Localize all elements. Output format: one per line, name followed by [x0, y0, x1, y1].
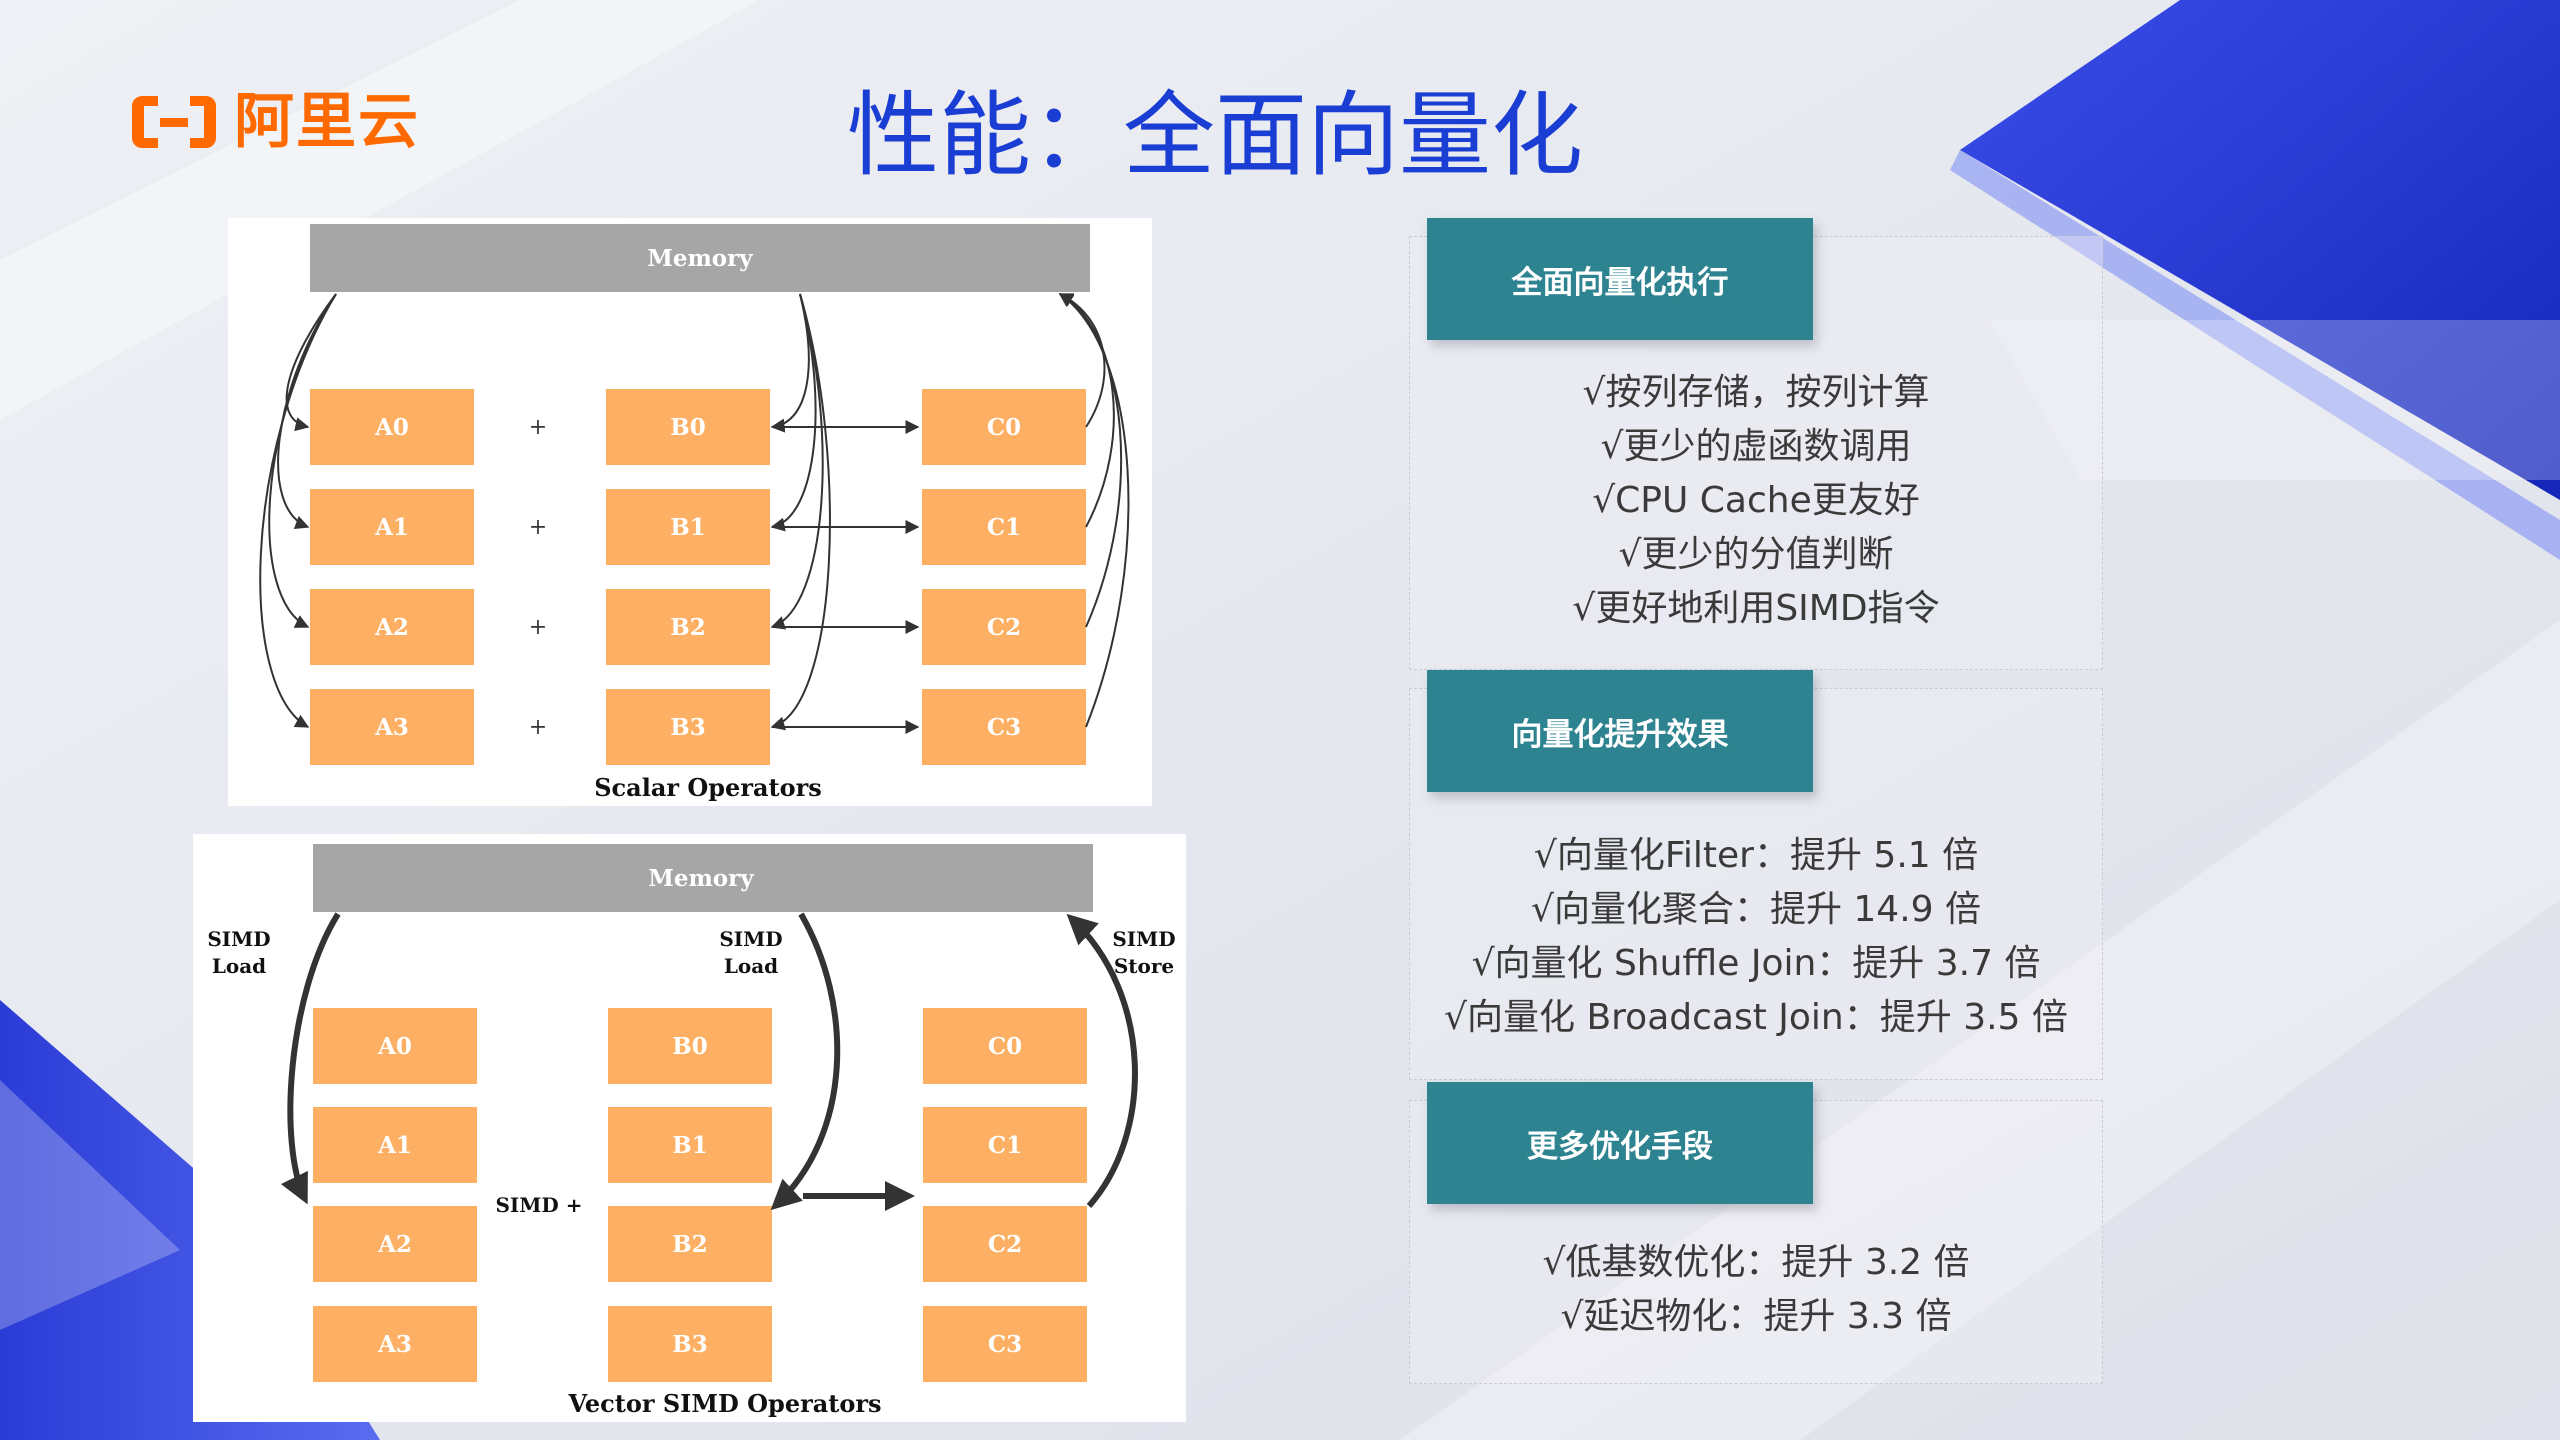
list-item: √延迟物化：提升 3.3 倍: [1560, 1296, 1952, 1337]
aliyun-logo-icon: [132, 96, 216, 148]
section-list-vectorization-gains: √向量化Filter：提升 5.1 倍 √向量化聚合：提升 14.9 倍 √向量…: [1409, 829, 2103, 1045]
memory-label: Memory: [648, 865, 754, 892]
simd-store-line1: SIMD: [1112, 927, 1175, 951]
list-item: √向量化 Broadcast Join：提升 3.5 倍: [1444, 997, 2068, 1038]
operator-1: +: [529, 515, 547, 540]
b-column: B0 B1 B2 B3: [606, 389, 770, 765]
box-c3: C3: [988, 1331, 1022, 1358]
section-list-more-optimizations: √低基数优化：提升 3.2 倍 √延迟物化：提升 3.3 倍: [1409, 1236, 2103, 1344]
box-b3: B3: [672, 1331, 707, 1358]
simd-caption: Vector SIMD Operators: [567, 1389, 881, 1418]
simd-store-line2: Store: [1114, 954, 1174, 978]
a-column: A0 A1 A2 A3: [310, 389, 474, 765]
list-item: √向量化 Shuffle Join：提升 3.7 倍: [1471, 943, 2041, 984]
box-a1: A1: [377, 1132, 412, 1159]
box-c0: C0: [988, 1033, 1022, 1060]
box-c2: C2: [987, 614, 1021, 641]
list-item: √低基数优化：提升 3.2 倍: [1542, 1242, 1970, 1283]
memory-bar: [313, 844, 1093, 912]
box-a0: A0: [374, 414, 409, 441]
simd-load-left-line2: Load: [212, 954, 266, 978]
list-item: √按列存储，按列计算: [1582, 372, 1930, 413]
simd-plus-label: SIMD +: [495, 1193, 582, 1217]
box-c2: C2: [988, 1231, 1022, 1258]
box-b2: B2: [670, 614, 705, 641]
simd-load-mid-line1: SIMD: [719, 927, 782, 951]
vector-simd-operators-diagram: Memory A0 A1 A2 A3 B0 B1 B2 B3 C0 C1: [193, 834, 1186, 1422]
operator-2: +: [529, 615, 547, 640]
box-b0: B0: [672, 1033, 707, 1060]
memory-label: Memory: [647, 245, 753, 272]
box-c0: C0: [987, 414, 1021, 441]
page-title: 性能：全面向量化: [846, 82, 1583, 189]
box-a3: A3: [374, 714, 409, 741]
box-b1: B1: [672, 1132, 707, 1159]
box-a3: A3: [377, 1331, 412, 1358]
memory-bar: [310, 224, 1090, 292]
aliyun-logo: 阿里云: [128, 92, 420, 152]
simd-arrows: [280, 912, 1138, 1211]
scalar-arrows: [259, 293, 1130, 734]
box-c3: C3: [987, 714, 1021, 741]
simd-load-mid-line2: Load: [724, 954, 778, 978]
section-header-vectorization-gains: 向量化提升效果: [1427, 670, 1813, 792]
a-column: A0 A1 A2 A3: [313, 1008, 477, 1382]
list-item: √向量化Filter：提升 5.1 倍: [1533, 835, 1979, 876]
plus-operators: + + + +: [529, 415, 547, 740]
box-a2: A2: [374, 614, 409, 641]
section-header-vectorized-execution: 全面向量化执行: [1427, 218, 1813, 340]
list-item: √更好地利用SIMD指令: [1572, 588, 1940, 629]
section-list-vectorized-execution: √按列存储，按列计算 √更少的虚函数调用 √CPU Cache更友好 √更少的分…: [1409, 366, 2103, 636]
box-c1: C1: [987, 514, 1021, 541]
box-b1: B1: [670, 514, 705, 541]
scalar-operators-diagram: Memory A0 A1 A2 A3 + + + + B0 B1 B2 B3: [228, 218, 1152, 806]
box-a1: A1: [374, 514, 409, 541]
list-item: √更少的虚函数调用: [1600, 426, 1912, 467]
scalar-caption: Scalar Operators: [594, 773, 822, 802]
operator-3: +: [529, 715, 547, 740]
operator-0: +: [529, 415, 547, 440]
box-c1: C1: [988, 1132, 1022, 1159]
logo-text: 阿里云: [234, 87, 420, 157]
box-b0: B0: [670, 414, 705, 441]
list-item: √CPU Cache更友好: [1592, 480, 1920, 521]
box-a2: A2: [377, 1231, 412, 1258]
list-item: √向量化聚合：提升 14.9 倍: [1531, 889, 1981, 930]
simd-load-left-line1: SIMD: [207, 927, 270, 951]
c-column: C0 C1 C2 C3: [922, 389, 1086, 765]
c-column: C0 C1 C2 C3: [923, 1008, 1087, 1382]
b-column: B0 B1 B2 B3: [608, 1008, 772, 1382]
box-b2: B2: [672, 1231, 707, 1258]
box-a0: A0: [377, 1033, 412, 1060]
box-b3: B3: [670, 714, 705, 741]
list-item: √更少的分值判断: [1618, 534, 1894, 575]
section-header-more-optimizations: 更多优化手段: [1427, 1082, 1813, 1204]
